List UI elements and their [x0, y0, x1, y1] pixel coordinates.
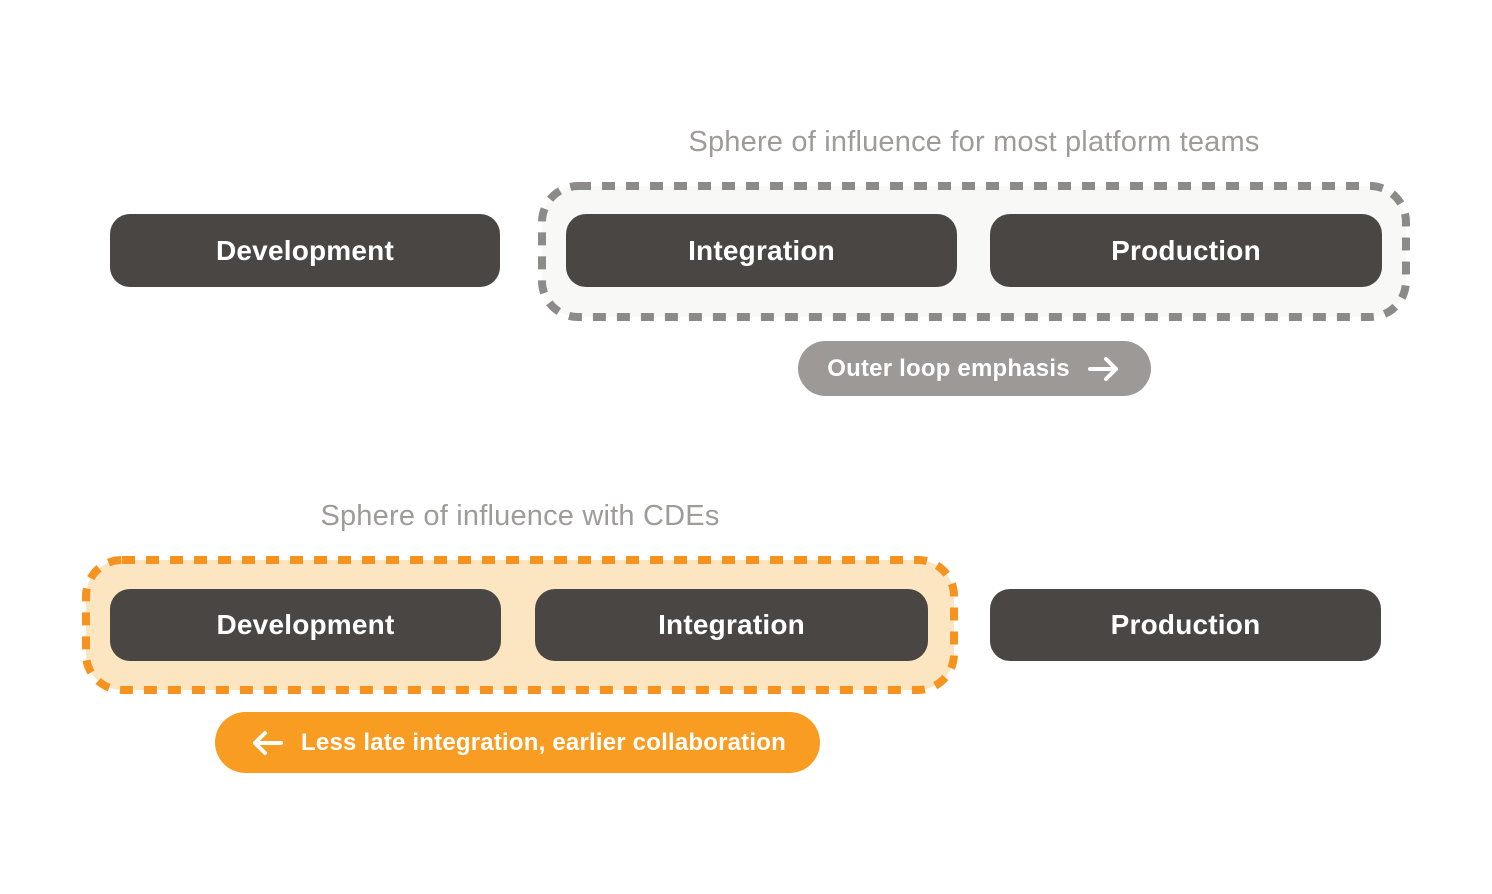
arrow-left-icon	[253, 730, 284, 755]
stage-box-production: Production	[990, 214, 1382, 287]
stage-box-integration: Integration	[535, 589, 928, 661]
top-section-title: Sphere of influence for most platform te…	[688, 126, 1260, 158]
stage-box-development: Development	[110, 589, 501, 661]
outer-loop-pill: Outer loop emphasis	[798, 341, 1151, 396]
outer-loop-pill-label: Outer loop emphasis	[827, 354, 1070, 382]
less-late-integration-pill: Less late integration, earlier collabora…	[215, 712, 820, 773]
less-late-integration-pill-label: Less late integration, earlier collabora…	[301, 728, 786, 756]
arrow-right-icon	[1087, 356, 1118, 381]
stage-box-development: Development	[110, 214, 500, 287]
bottom-section-title: Sphere of influence with CDEs	[320, 500, 720, 532]
stage-box-integration: Integration	[566, 214, 957, 287]
stage-box-production: Production	[990, 589, 1381, 661]
